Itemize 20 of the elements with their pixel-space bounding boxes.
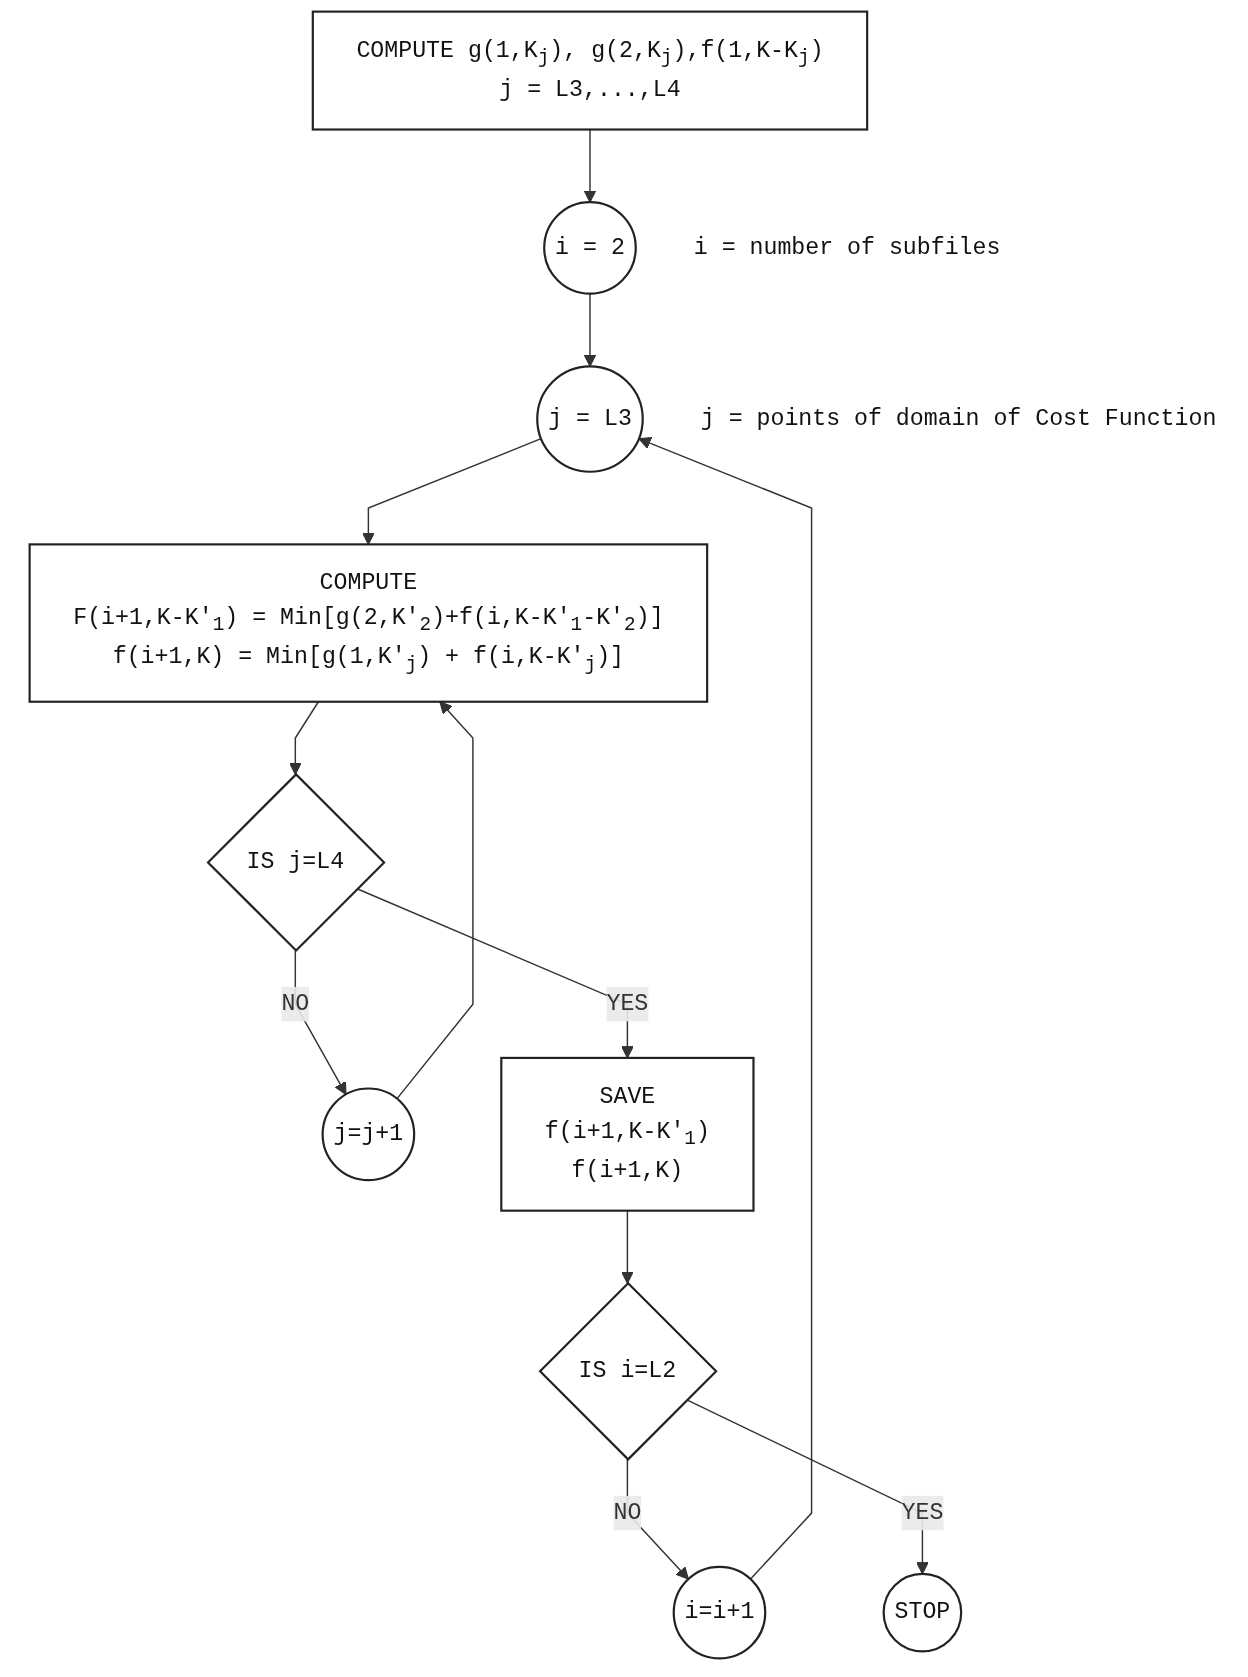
node-circle: STOP bbox=[882, 1572, 962, 1653]
edge-label: YES bbox=[606, 991, 648, 1018]
node-annotation: j = points of domain of Cost Function bbox=[700, 406, 1216, 433]
node-circle: i=i+1 bbox=[672, 1565, 766, 1660]
arrow bbox=[361, 437, 542, 545]
node-box: COMPUTE g(1,K$_{j}$), g(2,K$_{j}$),f(1,K-K$_{j}$) j = L3,...,L4 bbox=[311, 10, 868, 131]
node-circle: j = L3 bbox=[535, 365, 644, 473]
node-circle: i = 2 bbox=[542, 201, 637, 295]
edge-label: NO bbox=[613, 1500, 641, 1527]
node-diamond: IS j=L4 bbox=[206, 772, 386, 952]
node-diamond: IS i=L2 bbox=[538, 1281, 718, 1461]
node-annotation: i = number of subfiles bbox=[693, 235, 1000, 262]
arrow bbox=[637, 437, 812, 1580]
node-box: COMPUTE F(i+1,K-K'$_{1}$) = Min[g(2,K'$_{2}$)+f(i,K-K'$_{1}$-K'$_{2}$)] f(i+1,K) = Min[g(1,K'$_{j}$) + f(i,K-K'$_{j}$)] bbox=[28, 543, 708, 703]
edge-label: YES bbox=[901, 1500, 943, 1527]
node-circle: j=j+1 bbox=[321, 1087, 415, 1182]
edge-label: NO bbox=[280, 991, 309, 1018]
arrow bbox=[288, 701, 319, 775]
arrow bbox=[395, 701, 474, 1100]
node-box: SAVE f(i+1,K-K'$_{1}$) f(i+1,K) bbox=[499, 1056, 755, 1212]
